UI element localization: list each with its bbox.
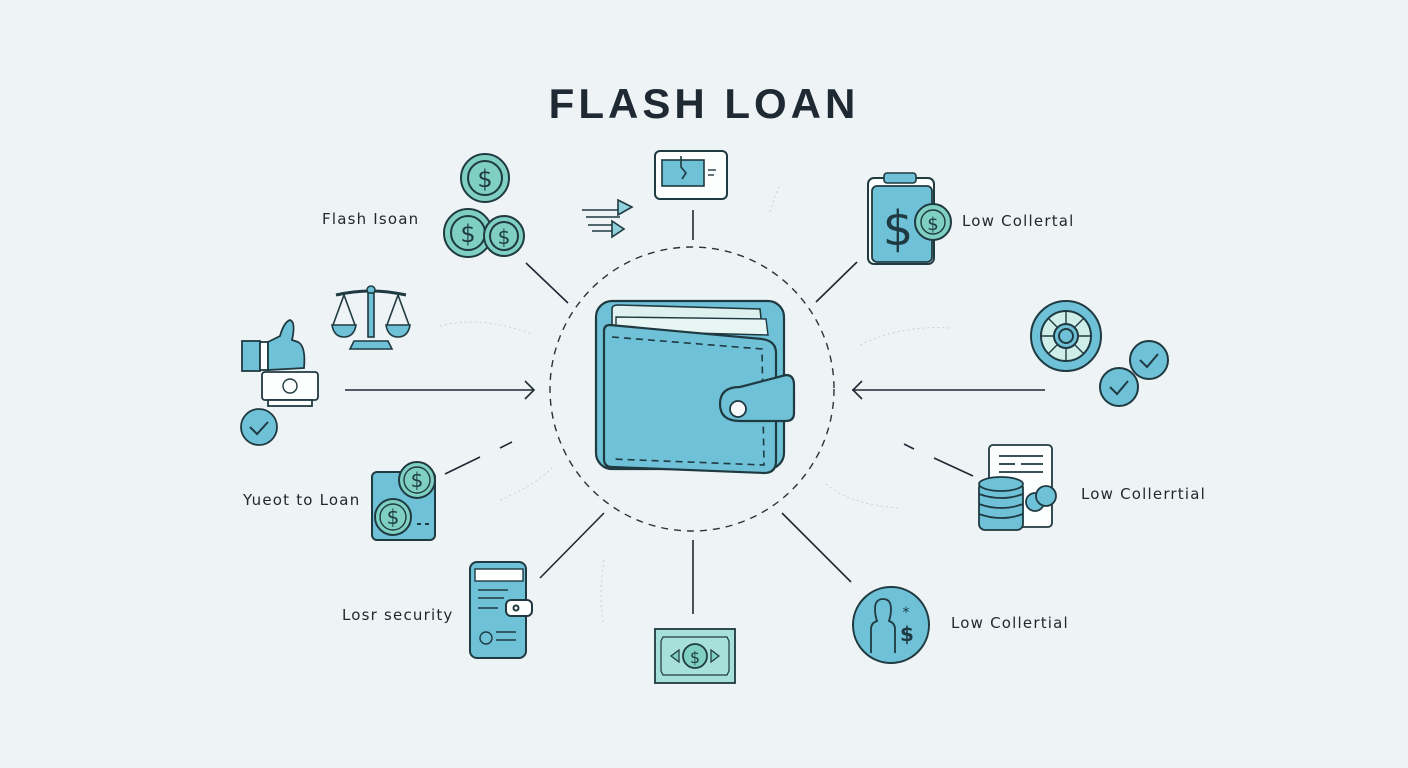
svg-text:$: $ [900,622,914,646]
svg-text:$: $ [460,220,475,248]
balance-scale-icon [331,285,411,350]
connector-lines [345,210,1045,614]
label-clipboard: Low Collertal [962,212,1075,230]
label-coins: Flash Isoan [322,210,420,228]
svg-text:$: $ [498,225,511,249]
database-document-icon [978,444,1057,531]
vault-wheel-checks-icon [1030,300,1169,407]
svg-text:$: $ [690,648,700,667]
phone-wallet-icon [469,561,533,659]
label-database: Low Collerrtial [1081,485,1206,503]
diagram-title: FLASH LOAN [548,80,860,127]
thumbs-up-approval-icon [240,319,319,446]
label-person-dollar: Low Collertial [951,614,1069,632]
svg-text:$: $ [477,165,492,193]
wallet-icon [594,299,796,475]
faint-arcs [439,184,951,626]
transfer-card-icon [582,150,728,239]
person-dollar-icon: * $ [852,586,930,664]
svg-text:$: $ [387,505,400,529]
svg-text:$: $ [411,468,424,492]
svg-text:*: * [903,605,910,621]
label-phone-wallet: Losr security [342,606,454,624]
svg-text:$: $ [883,201,914,257]
coins-icon: $$$ [443,153,525,258]
clipboard-dollar-icon: $ $ [867,172,952,265]
label-dollar-card: Yueot to Loan [243,491,361,509]
center-dashed-circle [549,246,835,532]
svg-text:$: $ [927,214,938,235]
dollar-card-icon: $$ [371,461,436,541]
banknote-icon: $ [654,628,736,684]
